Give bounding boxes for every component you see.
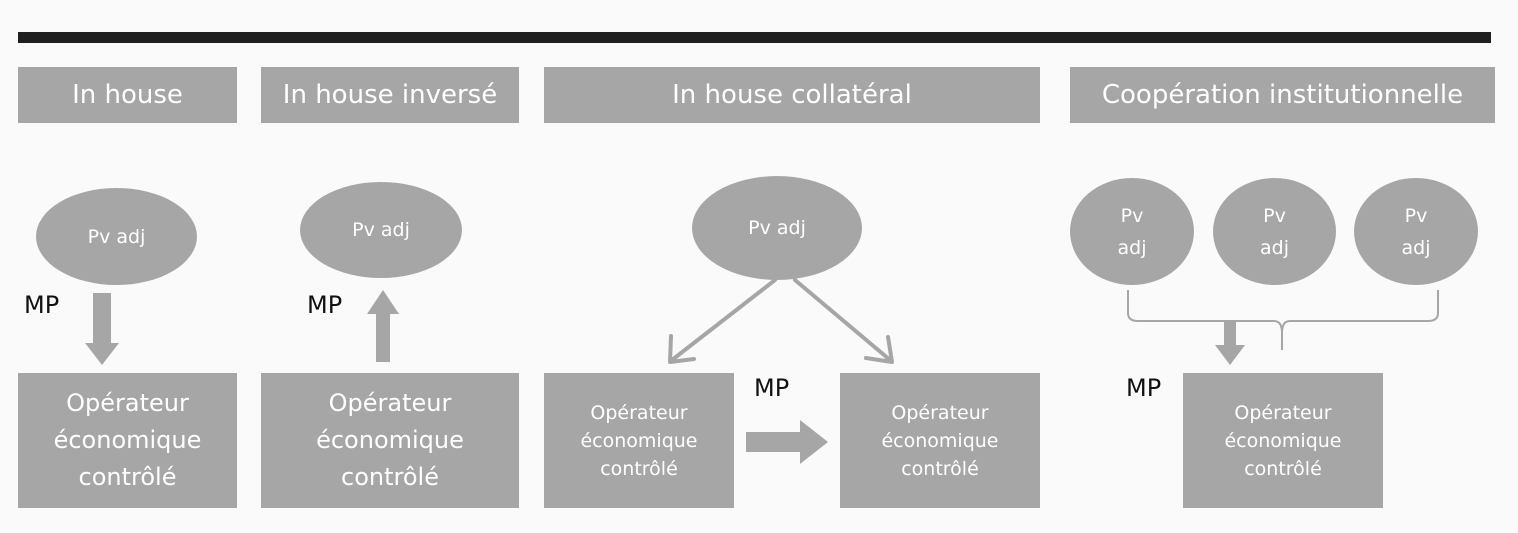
arrow-down-in-house	[85, 293, 119, 365]
header-in-house-inverse: In house inversé	[261, 67, 519, 123]
operateur-box-collateral-right: Opérateur économique contrôlé	[840, 373, 1040, 508]
pv-adj-ellipse-coop-3: Pv adj	[1354, 178, 1478, 285]
pv-adj-ellipse-collateral: Pv adj	[692, 176, 862, 280]
pv-adj-ellipse-in-house-inverse: Pv adj	[300, 182, 462, 278]
operateur-box-in-house-inverse: Opérateur économique contrôlé	[261, 373, 519, 508]
mp-label-cooperation: MP	[1126, 374, 1162, 402]
arrow-right-collateral	[746, 420, 828, 464]
header-in-house-collateral: In house collatéral	[544, 67, 1040, 123]
mp-label-in-house-inverse: MP	[307, 291, 343, 319]
pv-adj-ellipse-coop-1: Pv adj	[1070, 178, 1194, 285]
brace-cooperation	[1127, 290, 1439, 334]
arrow-down-cooperation	[1215, 320, 1245, 365]
mp-label-collateral: MP	[754, 374, 790, 402]
pv-adj-ellipse-in-house: Pv adj	[36, 188, 197, 285]
arrows-diagonal-collateral	[668, 278, 894, 364]
mp-label-in-house: MP	[24, 291, 60, 319]
top-divider-bar	[18, 32, 1491, 43]
operateur-box-cooperation: Opérateur économique contrôlé	[1183, 373, 1383, 508]
header-in-house: In house	[18, 67, 237, 123]
arrow-up-in-house-inverse	[367, 290, 399, 362]
operateur-box-in-house: Opérateur économique contrôlé	[18, 373, 237, 508]
header-cooperation-institutionnelle: Coopération institutionnelle	[1070, 67, 1495, 123]
operateur-box-collateral-left: Opérateur économique contrôlé	[544, 373, 734, 508]
pv-adj-ellipse-coop-2: Pv adj	[1213, 178, 1336, 285]
